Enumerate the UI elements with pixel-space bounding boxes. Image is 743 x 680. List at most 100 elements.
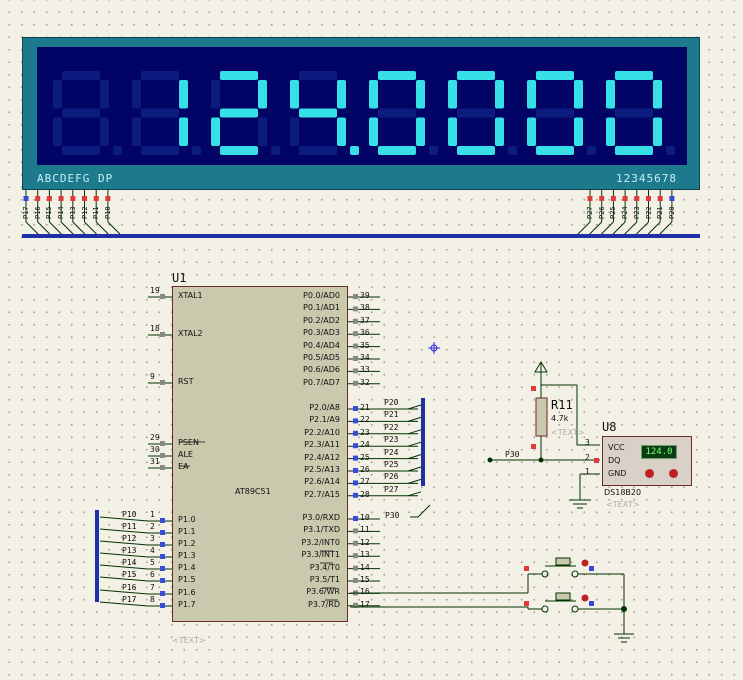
segment-f xyxy=(369,80,378,109)
segment-a xyxy=(457,71,495,80)
resistor-r11[interactable] xyxy=(535,385,548,460)
mcu-pin-number: 12 xyxy=(360,537,370,547)
lcd-digit xyxy=(290,71,359,155)
button-1[interactable] xyxy=(350,557,624,594)
mcu-pin-name: P0.2/AD2 xyxy=(303,315,340,325)
segment-d xyxy=(457,146,495,155)
sensor-increase-button[interactable] xyxy=(669,469,678,478)
p30-net-label-sensor: P30 xyxy=(505,450,520,459)
mcu-net-label: P16 xyxy=(122,583,137,592)
lcd-pin-marker xyxy=(646,196,651,201)
mcu-pin-number: 19 xyxy=(150,286,160,295)
segment-g xyxy=(615,108,653,118)
mcu-pin-number: 23 xyxy=(360,427,370,437)
sensor-decrease-button[interactable] xyxy=(645,469,654,478)
segment-dp xyxy=(192,146,201,155)
segment-b xyxy=(337,80,346,109)
mcu-pin-name: P2.7/A15 xyxy=(304,489,340,499)
segment-c xyxy=(258,117,267,146)
segment-a xyxy=(299,71,337,80)
mcu-pin-name: P3.4/T0 xyxy=(309,562,340,572)
segment-dp xyxy=(350,146,359,155)
mcu-pin-name: P2.4/A12 xyxy=(304,452,340,462)
mcu-pin-name: P3.7/RD xyxy=(308,599,340,609)
lcd-pin-marker xyxy=(23,196,29,201)
mcu-pin-number: 35 xyxy=(360,340,370,350)
segment-f xyxy=(606,80,615,109)
mcu-pin-name: P3.1/TXD xyxy=(303,525,340,535)
mcu-pin-number: 7 xyxy=(150,583,155,592)
mcu-ref: U1 xyxy=(172,271,187,285)
segment-g xyxy=(220,108,258,118)
lcd-pin-marker xyxy=(93,196,99,201)
lcd-pin-marker xyxy=(669,196,675,201)
mcu-pin-name: P2.2/A10 xyxy=(304,427,340,437)
segment-g xyxy=(299,108,337,118)
sensor-temperature-readout: 124.0 xyxy=(641,445,677,459)
mcu-text-placeholder: <TEXT> xyxy=(172,636,206,645)
segment-b xyxy=(495,80,504,109)
mcu-pin-name: P3.0/RXD xyxy=(302,513,340,522)
segment-d xyxy=(536,146,574,155)
lcd-digit xyxy=(369,71,438,155)
mcu-net-label: P26 xyxy=(384,472,399,482)
lcd-digit xyxy=(606,71,675,155)
mcu-pin-number: 27 xyxy=(360,477,370,487)
sensor-ref: U8 xyxy=(602,420,617,434)
mcu-pin-number: 33 xyxy=(360,365,370,375)
ds18b20-sensor[interactable]: VCC DQ GND 124.0 xyxy=(602,436,692,486)
sensor-pin-vcc: VCC xyxy=(608,443,625,452)
segment-b xyxy=(179,80,188,109)
mcu-pin-number: 31 xyxy=(150,457,160,466)
segment-f xyxy=(527,80,536,109)
mcu-pin-name: P3.2/INT0 xyxy=(301,537,340,547)
digit-label: 12345678 xyxy=(616,172,677,185)
segment-g xyxy=(536,108,574,118)
mcu-pin-name: XTAL1 xyxy=(178,291,203,300)
segment-c xyxy=(495,117,504,146)
mcu-net-label: P23 xyxy=(384,435,399,445)
segment-dp xyxy=(508,146,517,155)
segment-d xyxy=(299,146,337,155)
segment-e xyxy=(448,117,457,146)
mcu-pin-name: P1.2 xyxy=(178,539,196,548)
lcd-digit xyxy=(448,71,517,155)
lcd-pin-marker xyxy=(46,196,52,201)
mcu-pin-name: P1.1 xyxy=(178,527,196,536)
mcu-pin-number: 3 xyxy=(150,534,155,543)
segment-d xyxy=(62,146,100,155)
mcu-pin-number: 11 xyxy=(360,525,370,535)
segment-c xyxy=(653,117,662,146)
mcu-pin-name: P3.5/T1 xyxy=(309,575,340,584)
segment-b xyxy=(574,80,583,109)
segment-f xyxy=(448,80,457,109)
mcu-chip[interactable]: AT89C51 xyxy=(172,286,348,622)
seven-segment-display[interactable]: ABCDEFG DP 12345678 xyxy=(22,37,700,190)
segment-e xyxy=(132,117,141,146)
sensor-pin-num-2: 2 xyxy=(585,453,590,462)
mcu-pin-name: ALE xyxy=(178,450,193,459)
mcu-pin-number: 16 xyxy=(360,587,370,597)
mcu-pin-name: P0.4/AD4 xyxy=(303,340,340,350)
segment-dp xyxy=(587,146,596,155)
mcu-pin-name: P1.5 xyxy=(178,575,196,584)
segment-f xyxy=(211,80,220,109)
mcu-net-label: P14 xyxy=(122,558,137,567)
segment-dp xyxy=(666,146,675,155)
lcd-pin-marker xyxy=(610,196,616,201)
mcu-pin-number: 22 xyxy=(360,415,370,425)
segment-e xyxy=(290,117,299,146)
mcu-pin-number: 21 xyxy=(360,403,370,412)
button-2[interactable] xyxy=(350,592,624,613)
mcu-pin-name: P0.1/AD1 xyxy=(303,303,340,313)
mcu-pin-number: 29 xyxy=(150,433,160,442)
segment-a xyxy=(141,71,179,80)
segment-dp xyxy=(271,146,280,155)
segment-f xyxy=(290,80,299,109)
mcu-pin-name: P0.0/AD0 xyxy=(303,291,340,300)
resistor-value: 4.7k xyxy=(551,414,569,423)
sensor-pin-dq: DQ xyxy=(608,456,621,465)
sensor-ground xyxy=(569,473,600,509)
mcu-pin-name: P1.0 xyxy=(178,515,196,524)
segment-dp xyxy=(429,146,438,155)
